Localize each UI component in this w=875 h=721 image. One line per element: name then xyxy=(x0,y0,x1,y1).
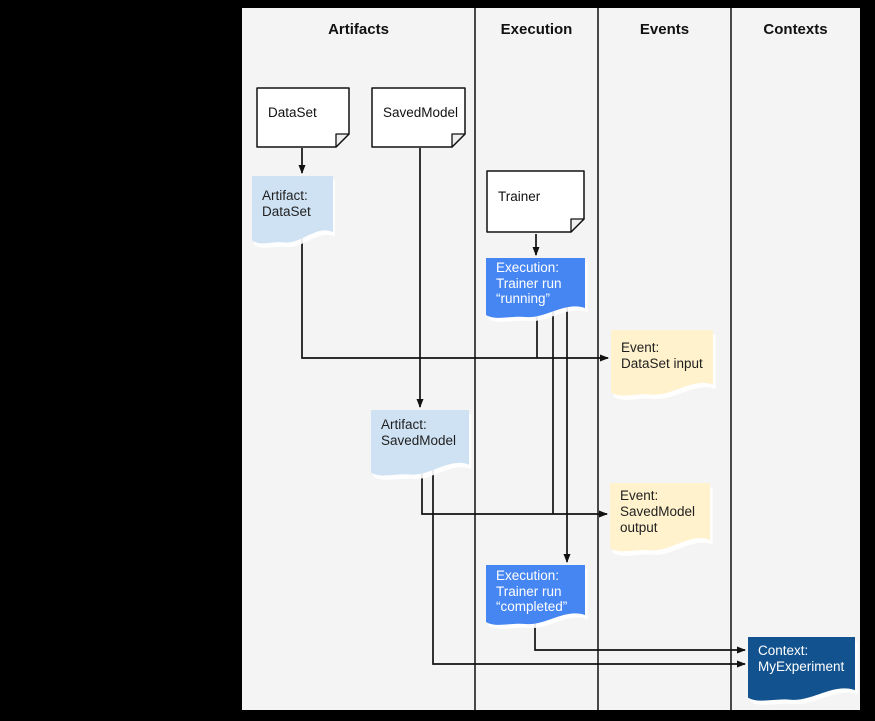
node-label-line: Event: xyxy=(621,340,660,355)
node-context-myexperiment: Context: MyExperiment xyxy=(748,637,858,705)
folded-corner-shape xyxy=(486,170,585,233)
node-label: Trainer xyxy=(498,189,541,204)
node-label-line: “completed” xyxy=(496,599,568,614)
node-label-line: DataSet xyxy=(262,204,311,219)
diagram-canvas: Artifacts Execution Events Contexts xyxy=(242,8,860,710)
column-header-contexts: Contexts xyxy=(763,21,828,38)
node-execution-running: Execution: Trainer run “running” xyxy=(486,258,588,322)
node-label-line: “running” xyxy=(496,291,551,306)
node-savedmodel: SavedModel xyxy=(371,87,466,148)
node-label-line: MyExperiment xyxy=(758,659,845,674)
node-execution-completed: Execution: Trainer run “completed” xyxy=(486,565,588,629)
folded-corner-shape xyxy=(256,87,350,148)
node-label-line: Execution: xyxy=(496,260,560,275)
node-artifact-dataset: Artifact: DataSet xyxy=(252,176,336,248)
node-artifact-savedmodel: Artifact: SavedModel xyxy=(371,410,472,480)
node-label-line: DataSet input xyxy=(621,356,703,371)
column-header-artifacts: Artifacts xyxy=(328,21,389,38)
folded-corner-shape xyxy=(371,87,466,148)
node-label-line: SavedModel xyxy=(620,504,696,519)
node-event-dataset-input: Event: DataSet input xyxy=(611,330,716,400)
node-label-line: Context: xyxy=(758,643,809,658)
node-label-line: Trainer run xyxy=(496,583,562,599)
wave-shape xyxy=(611,330,716,400)
node-label-line: Execution: xyxy=(496,568,560,583)
wave-shape xyxy=(371,410,472,480)
node-label-line: Event: xyxy=(620,488,659,503)
node-label-line: Artifact: xyxy=(262,188,308,203)
column-header-events: Events xyxy=(639,21,690,38)
edge-artifact-dataset-to-event-input xyxy=(301,230,609,362)
node-trainer: Trainer xyxy=(486,170,585,233)
node-event-savedmodel-output: Event: SavedModel output xyxy=(610,483,713,556)
node-label-line: output xyxy=(620,520,658,535)
wave-shape xyxy=(486,565,588,629)
node-label-line: Artifact: xyxy=(381,417,427,432)
wave-shape xyxy=(486,258,588,322)
column-header-execution: Execution xyxy=(500,21,573,38)
node-label: DataSet xyxy=(268,105,317,120)
node-label-line: SavedModel xyxy=(381,433,457,448)
wave-shape xyxy=(748,637,858,705)
node-label: SavedModel xyxy=(383,105,459,120)
wave-shape xyxy=(252,176,336,248)
node-dataset: DataSet xyxy=(256,87,350,148)
node-label-line: Trainer run xyxy=(496,275,562,291)
wave-shape xyxy=(610,483,713,556)
edge-artifact-savedmodel-to-context xyxy=(432,458,746,668)
